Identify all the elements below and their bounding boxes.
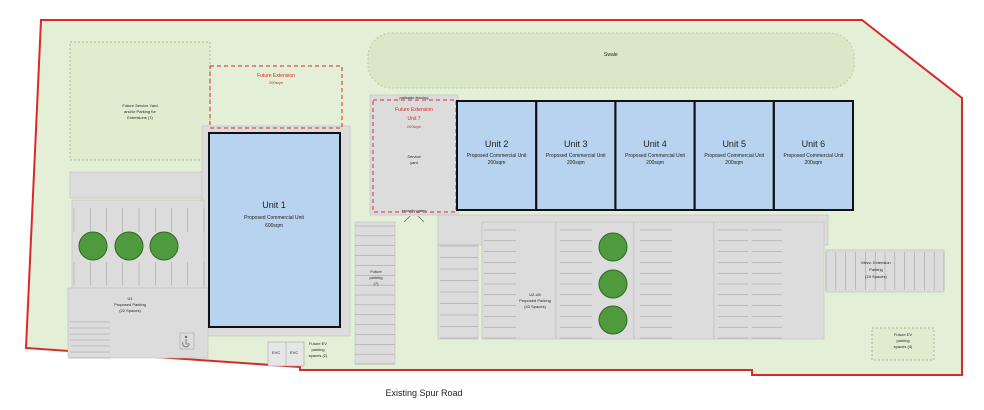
unit-4-area: 200sqm	[646, 160, 664, 166]
future-service-yard: Future Service Yard and/or Parking for E…	[69, 41, 211, 161]
future-ev-left: Future EV parking spaces (2)	[309, 341, 328, 358]
ev-bay-2-label: EVC	[290, 350, 298, 355]
unit-5-title: Unit 5	[722, 139, 746, 149]
unit-6-outline	[772, 100, 854, 211]
future-parking: Future parking (7)	[369, 269, 382, 286]
future-ev-right: Future EV parking spaces (4)	[871, 327, 935, 361]
unit-5-type: Proposed Commercial Unit	[704, 153, 764, 159]
u1-parking-line-2: Proposed Parking	[114, 302, 146, 307]
swale-label: Swale	[604, 52, 618, 58]
ev-bay-1-label: EVC	[272, 350, 280, 355]
future-parking-line-3: (7)	[374, 281, 380, 286]
u1-parking-line-1: U1	[127, 296, 133, 301]
future-ev-right-line-1: Future EV	[894, 332, 912, 337]
tree-6	[598, 305, 628, 335]
mezz-parking-line-2: Parking	[869, 267, 883, 272]
future-extension-left: Future Extension 200sqm	[209, 65, 343, 129]
ev-bays-left: EVC EVC	[267, 341, 305, 367]
palisade-fence-label: palisade fencing	[400, 95, 429, 100]
u2-u6-parking: U2-U6 Proposed Parking (43 Spaces)	[519, 292, 551, 309]
unit-2-area: 200sqm	[488, 160, 506, 166]
u2-u6-parking-line-1: U2-U6	[529, 292, 541, 297]
u1-parking-line-3: (22 Spaces)	[119, 308, 141, 313]
swale: Swale	[367, 32, 855, 89]
accessible-parking-icon	[179, 332, 195, 350]
unit-6-area: 200sqm	[805, 160, 823, 166]
future-parking-line-2: parking	[369, 275, 382, 280]
future-service-yard-line-3: Extensions (7)	[127, 115, 153, 120]
unit-1-title: Unit 1	[262, 200, 286, 210]
future-ev-left-line-2: parking	[311, 347, 324, 352]
future-parking-line-1: Future	[370, 269, 382, 274]
paved-areas	[67, 94, 945, 365]
unit-2-type: Proposed Commercial Unit	[467, 153, 527, 159]
future-extension-right-title: Future Extension	[395, 107, 433, 113]
unit-2-title: Unit 2	[485, 139, 509, 149]
service-yard-line-2: yard	[410, 160, 418, 165]
unit-5-area: 200sqm	[725, 160, 743, 166]
future-extension-right-area: 200sqm	[407, 124, 422, 129]
tree-3	[149, 231, 179, 261]
unit-1[interactable]: Unit 1 Proposed Commercial Unit 600sqm	[208, 132, 341, 328]
future-service-yard-line-2: and/or Parking for	[124, 109, 156, 114]
future-extension-left-area: 200sqm	[269, 80, 284, 85]
parking-bays	[70, 208, 945, 365]
u2-u6-parking-line-3: (43 Spaces)	[524, 304, 546, 309]
service-yard: palisade fencing Service yard security g…	[400, 95, 429, 223]
future-extension-right-unit: Unit 7	[407, 116, 420, 122]
mezz-parking-line-1: Mezz. Extension	[861, 260, 890, 265]
service-yard-line-1: Service	[407, 154, 421, 159]
security-gates-label: security gates	[402, 208, 427, 213]
unit-1-area: 600sqm	[265, 223, 283, 229]
future-service-yard-line-1: Future Service Yard	[122, 103, 157, 108]
mezz-parking-line-3: (15 Spaces)	[865, 274, 887, 279]
future-ev-right-line-2: parking	[896, 338, 909, 343]
tree-5	[598, 269, 628, 299]
future-extension-left-title: Future Extension	[257, 73, 295, 79]
tree-4	[598, 232, 628, 262]
unit-3-type: Proposed Commercial Unit	[546, 153, 606, 159]
tree-1	[78, 231, 108, 261]
unit-6-title: Unit 6	[802, 139, 826, 149]
unit-6-type: Proposed Commercial Unit	[784, 153, 844, 159]
trees	[78, 231, 628, 335]
future-ev-left-line-1: Future EV	[309, 341, 327, 346]
future-ev-right-line-3: spaces (4)	[894, 344, 913, 349]
tree-2	[114, 231, 144, 261]
u1-parking: U1 Proposed Parking (22 Spaces)	[114, 296, 146, 313]
unit-1-type: Proposed Commercial Unit	[244, 215, 304, 221]
unit-3-title: Unit 3	[564, 139, 588, 149]
future-extension-unit-7: Future Extension Unit 7 200sqm	[372, 99, 457, 213]
future-ev-left-line-3: spaces (2)	[309, 353, 328, 358]
unit-4-title: Unit 4	[643, 139, 667, 149]
mezz-extension-parking: Mezz. Extension Parking (15 Spaces)	[861, 260, 890, 279]
existing-spur-road-label: Existing Spur Road	[385, 388, 462, 398]
u2-u6-parking-line-2: Proposed Parking	[519, 298, 551, 303]
unit-4-type: Proposed Commercial Unit	[625, 153, 685, 159]
unit-3-area: 200sqm	[567, 160, 585, 166]
